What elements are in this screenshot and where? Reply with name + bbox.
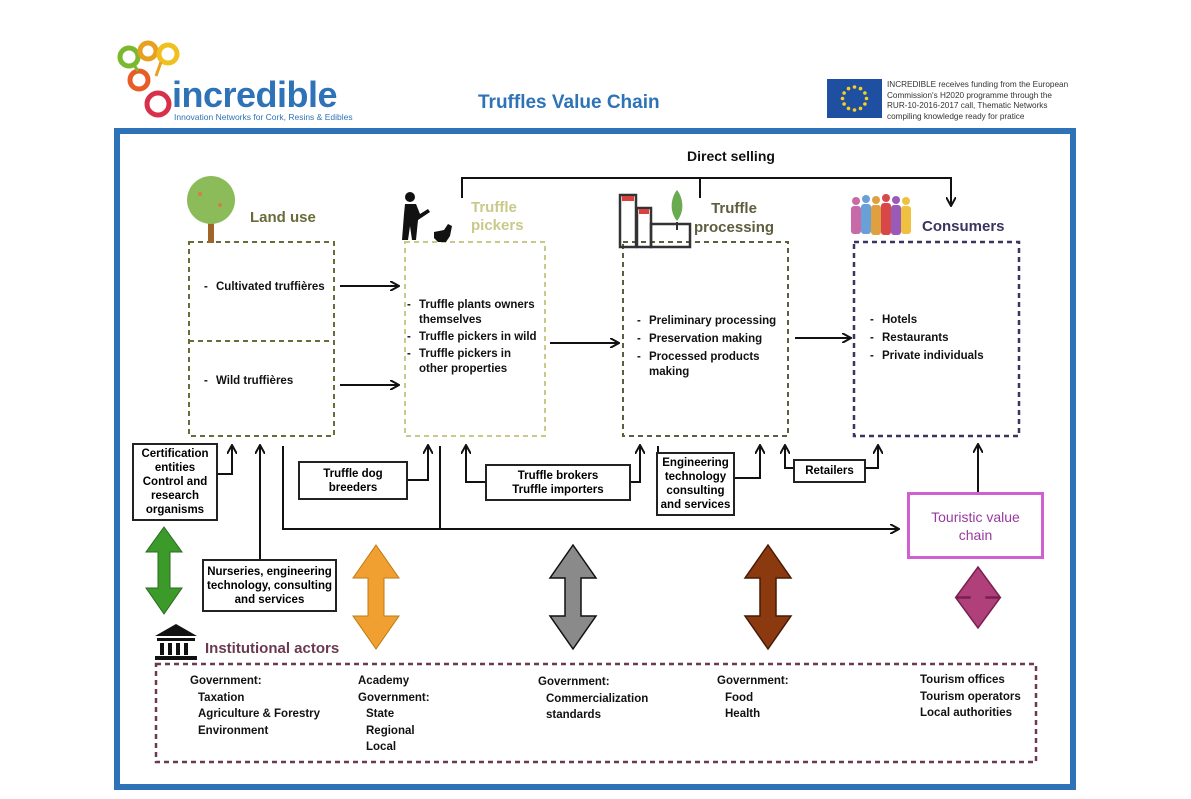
certification-box: Certification entities Control and resea… [132,443,218,521]
logo-rings-icon [117,40,180,118]
double-arrow-green [145,526,183,615]
eu-flag-icon [827,79,882,118]
engineering-connector-right [733,446,760,479]
double-arrow-brown [743,543,793,651]
institutional-col-4: Government: Food Health [717,675,789,720]
pickers-box [404,241,546,437]
diagram-frame [114,128,1076,790]
institutional-actors-title: Institutional actors [205,640,340,657]
dog-breeders-box: Truffle dog breeders [298,461,408,500]
institutional-col-5: Tourism offices Tourism operators Local … [920,674,1021,719]
nurseries-box: Nurseries, engineering technology, consu… [202,559,337,612]
picker-with-dog-icon [402,192,452,242]
direct-selling-label: Direct selling [687,148,775,164]
double-arrow-gray [548,543,598,651]
brokers-box: Truffle brokers Truffle importers [485,464,631,501]
engineering-box: Engineering technology consulting and se… [656,452,735,516]
brokers-connector-right [630,446,640,483]
direct-selling-line [461,177,951,205]
eu-funding-notice: INCREDIBLE receives funding from the Eur… [887,80,1069,121]
consumers-list: Hotels Restaurants Private individuals [882,313,984,364]
institutional-col-3: Government: Commercialization standards [538,676,649,721]
incredible-logo: incredible Innovation Networks for Cork,… [116,40,353,122]
tree-icon [187,176,235,243]
land-use-item-cultivated: Cultivated truffières [216,280,325,295]
institutional-box [154,662,1038,764]
institutional-col-1: Government: Taxation Agriculture & Fores… [190,675,321,737]
consumers-title: Consumers [922,218,1005,235]
institution-building-icon [155,624,197,660]
touristic-value-chain-box: Touristic value chain [907,492,1044,559]
retailers-box: Retailers [793,459,866,483]
touristic-feed-line [282,446,898,529]
consumers-box [852,240,1021,438]
dog-breeders-connector [407,446,428,481]
land-use-title: Land use [250,209,316,226]
retailers-connector-right [865,446,878,469]
pickers-title: Truffle pickers [471,199,524,234]
pickers-list: Truffle plants owners themselves Truffle… [419,298,541,377]
land-use-box [188,241,335,437]
brokers-connector-left [466,446,486,483]
people-group-icon [851,194,911,235]
logo-text: incredible [172,74,338,115]
processing-box [622,241,789,437]
double-arrow-orange [352,544,400,650]
page-title: Truffles Value Chain [478,92,660,113]
processing-list: Preliminary processing Preservation maki… [649,314,779,380]
land-use-item-wild: Wild truffières [216,374,293,389]
retailers-connector-left [785,446,793,469]
processing-title: Truffle processing [694,200,775,236]
logo-tagline: Innovation Networks for Cork, Resins & E… [174,112,353,122]
institutional-col-2: Academy Government: State Regional Local [358,675,430,753]
factory-icon [618,190,692,249]
double-arrow-pink [954,565,1002,630]
